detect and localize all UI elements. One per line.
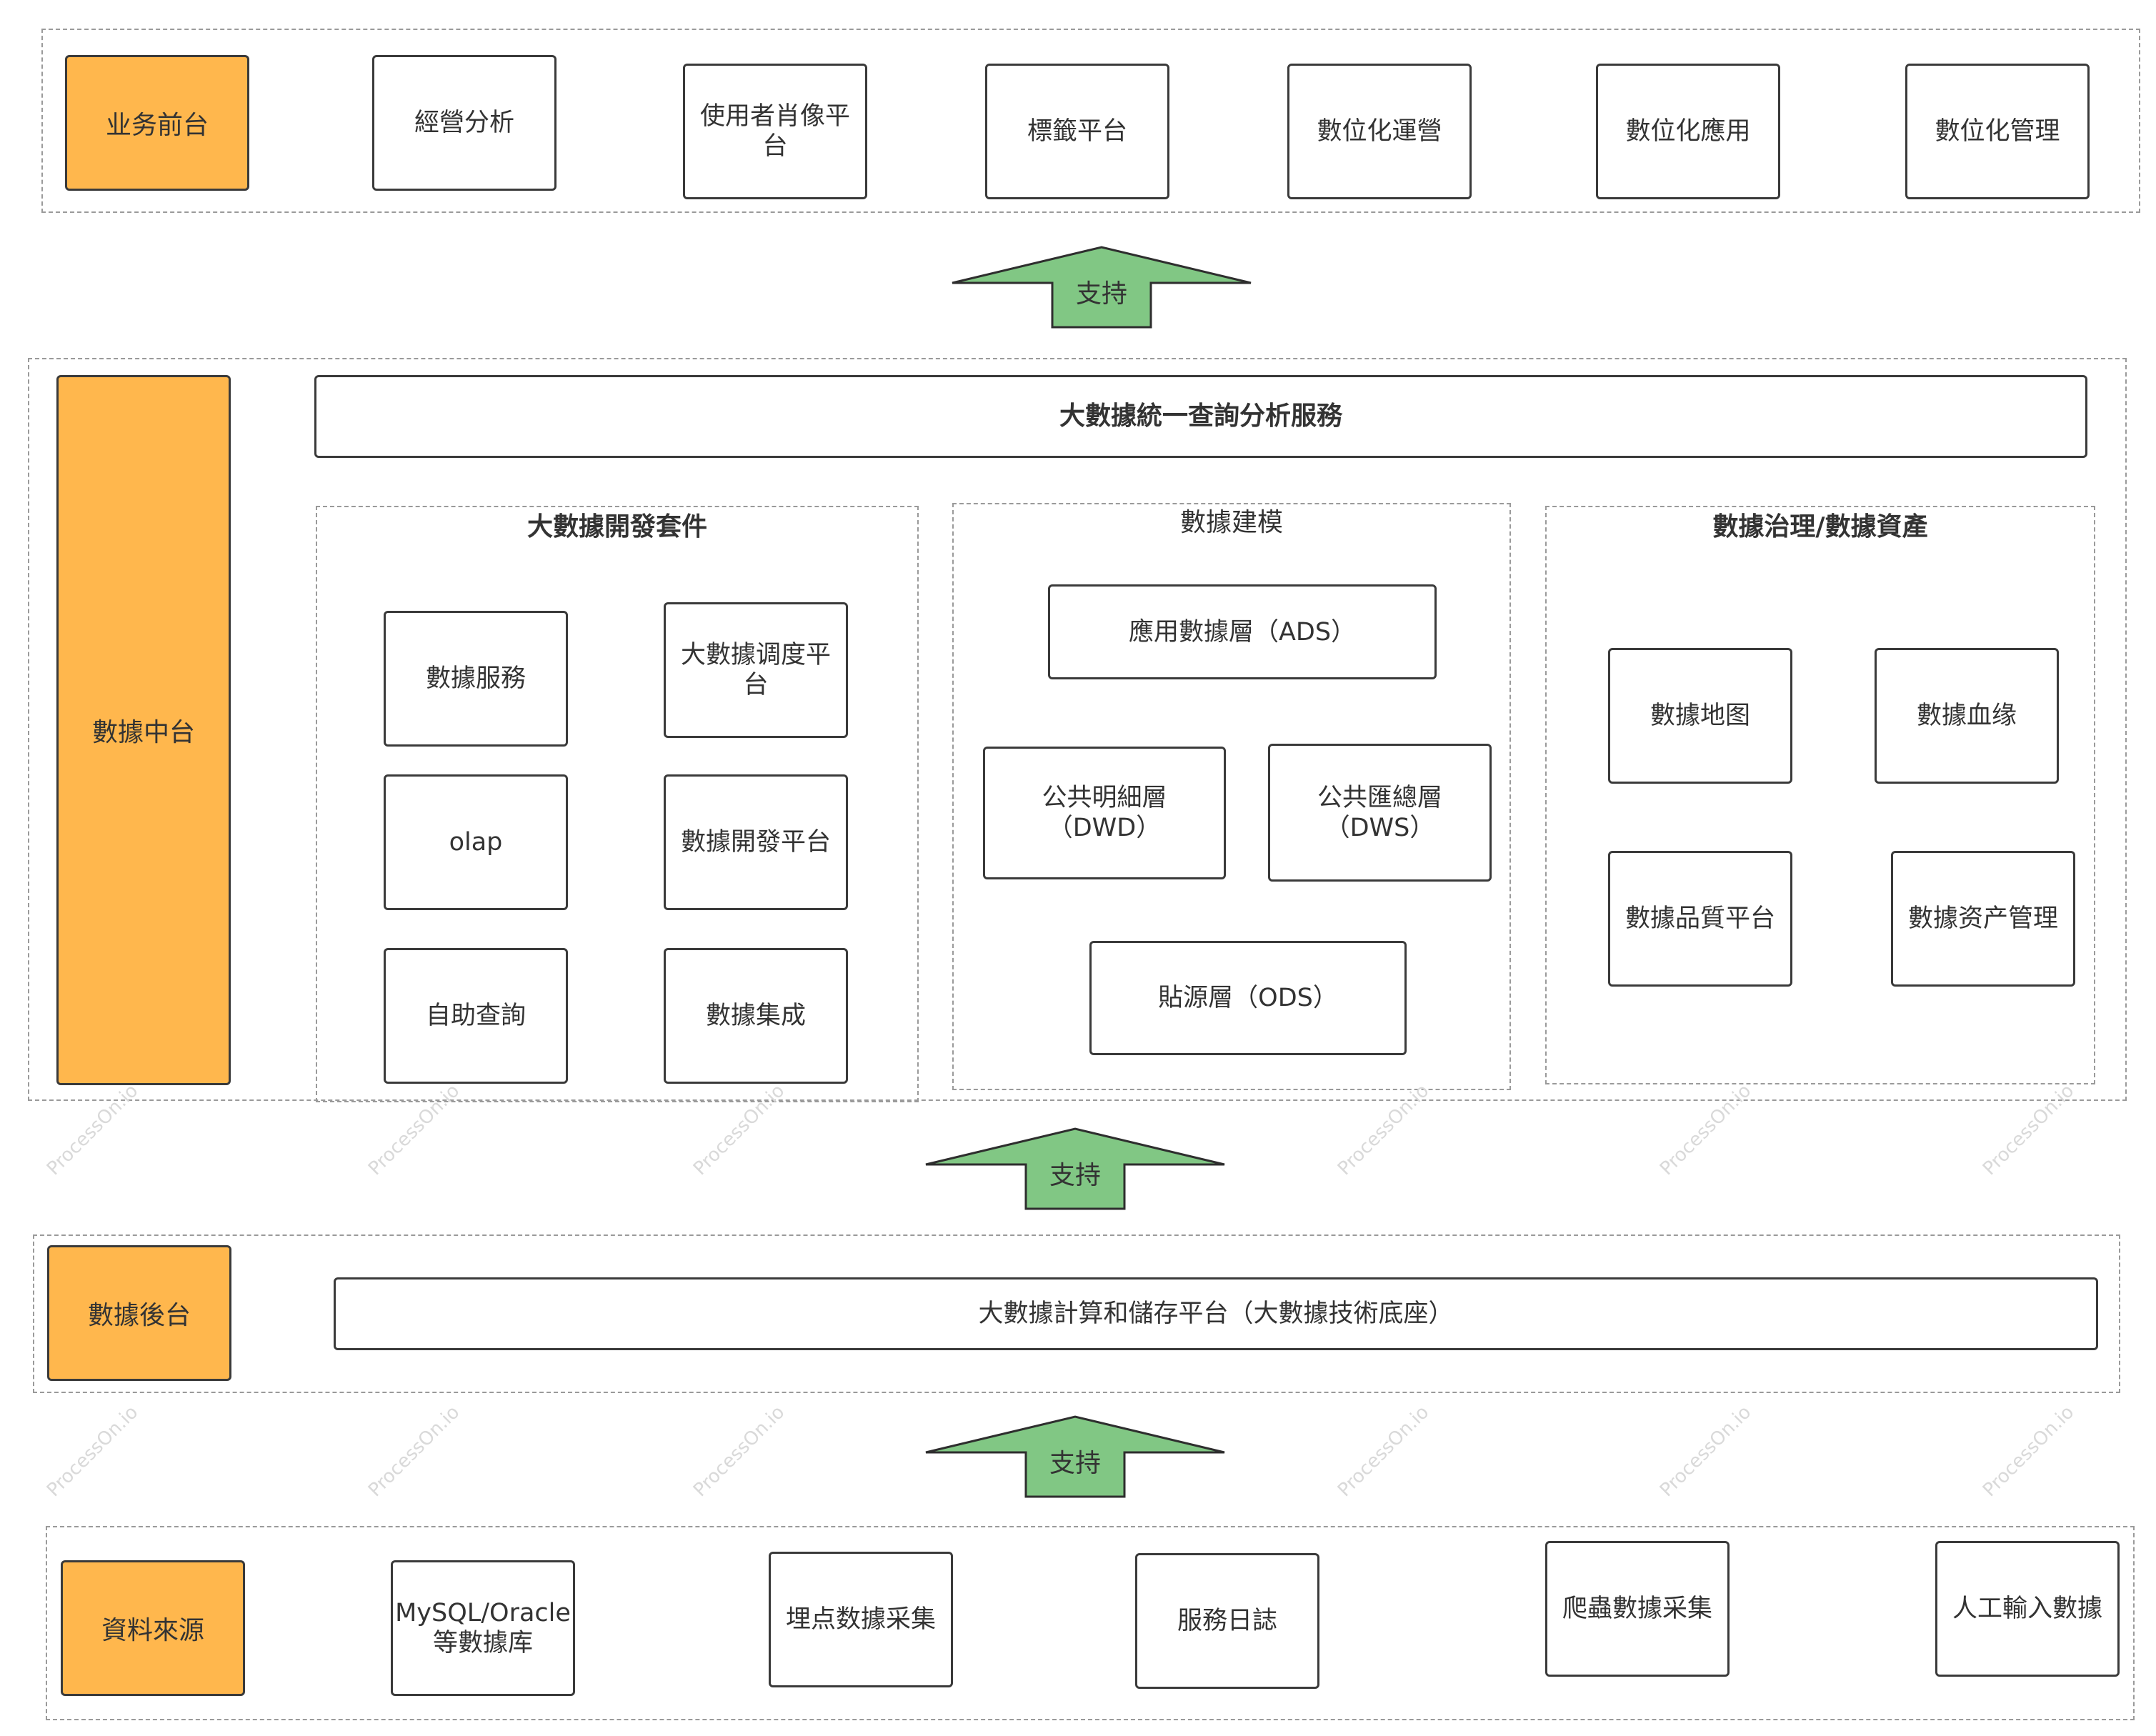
front-item-business-analysis: 經營分析 — [372, 55, 557, 191]
gov-item-data-map: 數據地图 — [1608, 648, 1792, 784]
watermark-8: ProcessOn.io — [364, 1401, 464, 1502]
dev-item-dev-platform: 數據開發平台 — [664, 774, 848, 910]
dev-item-olap: olap — [384, 774, 568, 910]
support-arrow-2 — [925, 1127, 1225, 1210]
layer-dws: 公共匯總層（DWS） — [1268, 744, 1492, 882]
modeling-panel — [952, 503, 1511, 1090]
middle-layer-label: 數據中台 — [56, 375, 231, 1085]
support-arrow-3 — [925, 1415, 1225, 1498]
layer-ods: 貼源層（ODS） — [1089, 941, 1407, 1055]
watermark-9: ProcessOn.io — [689, 1401, 789, 1502]
layer-dwd: 公共明細層（DWD） — [983, 747, 1226, 879]
front-item-digital-application: 數位化應用 — [1596, 64, 1780, 199]
governance-panel — [1545, 506, 2095, 1084]
unified-query-bar: 大數據統一查詢分析服務 — [314, 375, 2087, 458]
middle-layer-band — [28, 358, 2127, 1101]
front-item-tag-platform: 標籤平台 — [985, 64, 1169, 199]
front-item-digital-management: 數位化管理 — [1905, 64, 2090, 199]
dev-item-data-integration: 數據集成 — [664, 948, 848, 1084]
watermark-7: ProcessOn.io — [43, 1401, 143, 1502]
modeling-title: 數據建模 — [1179, 508, 1283, 537]
governance-title: 數據治理/數據資產 — [1712, 512, 1928, 542]
gov-item-data-lineage: 數據血缘 — [1875, 648, 2059, 784]
source-layer-band — [46, 1526, 2135, 1720]
source-layer-label: 資料來源 — [61, 1560, 245, 1696]
source-item-service-log: 服務日誌 — [1135, 1553, 1319, 1689]
source-item-rdbms: MySQL/Oracle等數據库 — [391, 1560, 575, 1696]
support-arrow-2-label: 支持 — [1049, 1161, 1101, 1190]
watermark-12: ProcessOn.io — [1979, 1401, 2079, 1502]
support-arrow-1 — [952, 246, 1252, 329]
front-layer-band — [41, 29, 2140, 213]
compute-storage-platform: 大數據計算和儲存平台（大數據技術底座） — [334, 1277, 2098, 1350]
watermark-10: ProcessOn.io — [1334, 1401, 1434, 1502]
source-item-crawler: 爬蟲數據采集 — [1545, 1541, 1730, 1677]
support-arrow-2-shape — [925, 1127, 1225, 1210]
front-layer-label: 业务前台 — [65, 55, 249, 191]
front-item-digital-operation: 數位化運營 — [1287, 64, 1472, 199]
support-arrow-1-shape — [952, 246, 1252, 329]
support-arrow-3-shape — [925, 1415, 1225, 1498]
front-item-user-profile: 使用者肖像平台 — [683, 64, 867, 199]
back-layer-label: 數據後台 — [47, 1245, 231, 1381]
layer-ads: 應用數據層（ADS） — [1048, 584, 1437, 679]
support-arrow-3-label: 支持 — [1049, 1449, 1101, 1478]
gov-item-quality-platform: 數據品質平台 — [1608, 851, 1792, 987]
dev-item-self-query: 自助查詢 — [384, 948, 568, 1084]
support-arrow-1-label: 支持 — [1075, 279, 1127, 309]
dev-item-data-service: 數據服務 — [384, 611, 568, 747]
source-item-manual-input: 人工輸入數據 — [1935, 1541, 2120, 1677]
dev-item-scheduling-platform: 大數據调度平台 — [664, 602, 848, 738]
source-item-tracking: 埋点数據采集 — [769, 1552, 953, 1687]
dev-suite-title: 大數據開發套件 — [526, 512, 707, 542]
back-layer-band — [33, 1234, 2120, 1393]
gov-item-asset-management: 數據资产管理 — [1891, 851, 2075, 987]
watermark-11: ProcessOn.io — [1656, 1401, 1756, 1502]
dev-suite-panel — [316, 506, 919, 1102]
